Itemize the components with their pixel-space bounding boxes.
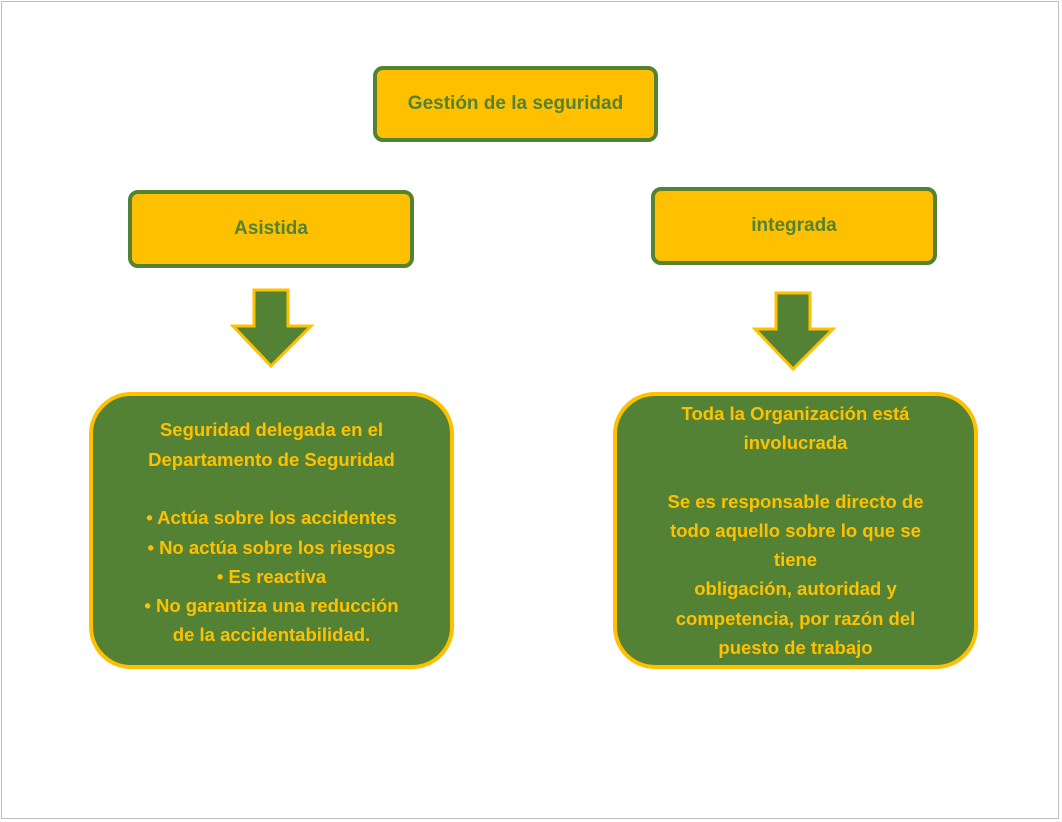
asistida-description-box: Seguridad delegada en el Departamento de … bbox=[89, 392, 454, 669]
description-line: todo aquello sobre lo que se bbox=[670, 519, 921, 541]
integrada-text: integrada bbox=[751, 215, 837, 236]
description-line: Seguridad delegada en el bbox=[159, 419, 384, 441]
description-line: competencia, por razón del bbox=[675, 607, 916, 629]
description-line: • Actúa sobre los accidentes bbox=[146, 507, 397, 529]
down-arrow-icon bbox=[751, 291, 837, 372]
description-line: Se es responsable directo de bbox=[667, 490, 924, 512]
description-line: puesto de trabajo bbox=[718, 637, 873, 659]
asistida-text: Asistida bbox=[234, 218, 308, 239]
title-text: Gestión de la seguridad bbox=[407, 93, 624, 114]
asistida-box: Asistida bbox=[128, 190, 414, 268]
integrada-box: integrada bbox=[651, 187, 937, 265]
description-line: obligación, autoridad y bbox=[694, 578, 897, 600]
description-line: • No garantiza una reducción bbox=[144, 595, 399, 617]
integrada-description-box: Toda la Organización está involucrada Se e… bbox=[613, 392, 978, 669]
description-line: Departamento de Seguridad bbox=[148, 448, 395, 470]
title-box: Gestión de la seguridad bbox=[373, 66, 658, 142]
description-line: de la accidentabilidad. bbox=[172, 624, 371, 646]
down-arrow-icon bbox=[229, 288, 315, 369]
description-line: tiene bbox=[773, 549, 818, 571]
description-line: • Es reactiva bbox=[216, 565, 327, 587]
description-line: Toda la Organización está bbox=[681, 402, 910, 424]
description-line: • No actúa sobre los riesgos bbox=[147, 536, 396, 558]
description-line: involucrada bbox=[743, 431, 848, 453]
